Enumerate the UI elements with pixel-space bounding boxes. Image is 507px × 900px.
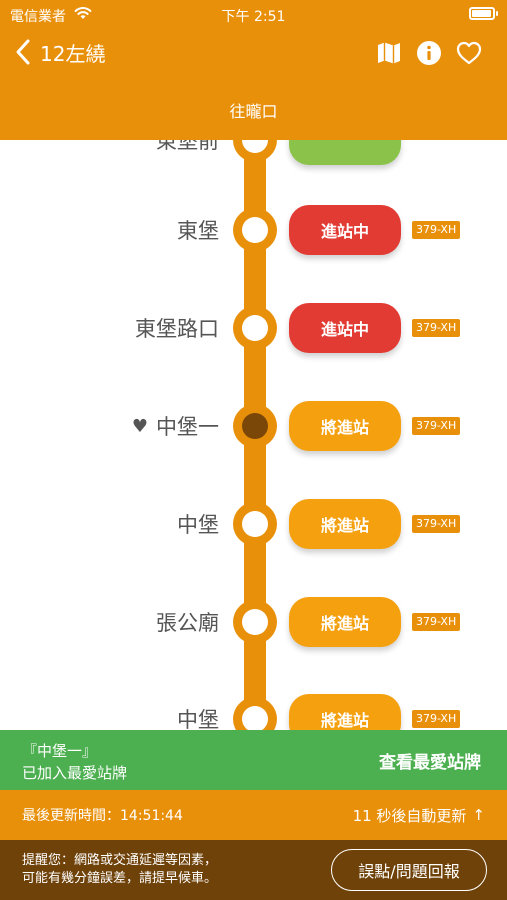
view-favorites-button[interactable]: 查看最愛站牌	[379, 752, 481, 773]
stop-name: 張公廟	[156, 611, 219, 635]
stop-row[interactable]: 東堡前	[0, 140, 507, 189]
stop-node	[233, 208, 277, 252]
stop-node	[233, 697, 277, 730]
stop-name: ♥中堡一	[131, 415, 219, 439]
eta-badge: 將進站	[289, 597, 401, 647]
carrier-name: 電信業者	[10, 9, 66, 25]
status-bar: 電信業者 下午 2:51	[0, 0, 507, 28]
stop-node	[233, 502, 277, 546]
report-issue-button[interactable]: 誤點/問題回報	[331, 849, 487, 891]
back-button[interactable]: 12左繞	[12, 36, 105, 68]
wifi-icon	[74, 7, 92, 19]
bus-plate-badge: 379-XH	[412, 319, 461, 337]
route-name: 12左繞	[40, 41, 106, 66]
bus-plate-badge: 379-XH	[412, 613, 461, 631]
bus-plate-badge: 379-XH	[412, 417, 461, 435]
current-stop-node	[233, 404, 277, 448]
stop-node	[233, 600, 277, 644]
stop-name: 中堡	[177, 708, 219, 730]
stop-row[interactable]: 中堡 將進站 379-XH	[0, 475, 507, 573]
update-bar: 最後更新時間：14:51:44 11 秒後自動更新 ↑	[0, 790, 507, 840]
stop-name: 東堡	[177, 219, 219, 243]
favorite-added-banner: 『中堡一』 已加入最愛站牌 查看最愛站牌	[0, 730, 507, 790]
heart-icon[interactable]	[456, 40, 482, 66]
stop-node	[233, 140, 277, 162]
direction-label: 往曨口	[229, 102, 278, 121]
eta-badge: 進站中	[289, 303, 401, 353]
eta-badge	[289, 140, 401, 165]
stop-list[interactable]: 東堡前 東堡 進站中 379-XH 東堡路口 進站中 379-XH ♥中堡一 將…	[0, 140, 507, 730]
stop-row[interactable]: 張公廟 將進站 379-XH	[0, 573, 507, 671]
stop-node	[233, 306, 277, 350]
stop-name: 東堡路口	[135, 317, 219, 341]
stop-name: 中堡	[177, 513, 219, 537]
back-chevron-icon	[16, 39, 30, 65]
eta-badge: 進站中	[289, 205, 401, 255]
favorite-added-message: 已加入最愛站牌	[22, 764, 128, 782]
favorite-heart-icon: ♥	[131, 415, 148, 437]
stop-row[interactable]: 中堡 將進站 379-XH	[0, 670, 507, 730]
stop-row[interactable]: 東堡路口 進站中 379-XH	[0, 279, 507, 377]
battery-icon	[469, 7, 498, 20]
info-icon[interactable]	[416, 40, 442, 66]
nav-bar: 12左繞	[0, 32, 507, 72]
last-update-time: 最後更新時間：14:51:44	[22, 808, 183, 824]
refresh-arrow-icon: ↑	[472, 806, 485, 824]
eta-badge: 將進站	[289, 499, 401, 549]
delay-notice: 提醒您：網路或交通延遲等因素， 可能有幾分鐘誤差，請提早候車。	[22, 853, 218, 886]
stop-row-favorite[interactable]: ♥中堡一 將進站 379-XH	[0, 377, 507, 475]
stop-name: 東堡前	[156, 140, 219, 153]
stop-row[interactable]: 東堡 進站中 379-XH	[0, 181, 507, 279]
footer: 提醒您：網路或交通延遲等因素， 可能有幾分鐘誤差，請提早候車。 誤點/問題回報	[0, 840, 507, 900]
map-icon[interactable]	[376, 40, 402, 66]
eta-badge: 將進站	[289, 694, 401, 730]
header: 電信業者 下午 2:51 12左繞 往曨口	[0, 0, 507, 140]
eta-badge: 將進站	[289, 401, 401, 451]
favorite-stop-title: 『中堡一』	[22, 742, 98, 760]
bus-plate-badge: 379-XH	[412, 515, 461, 533]
bus-plate-badge: 379-XH	[412, 710, 461, 728]
auto-refresh-countdown[interactable]: 11 秒後自動更新 ↑	[352, 806, 485, 825]
bus-plate-badge: 379-XH	[412, 221, 461, 239]
status-clock: 下午 2:51	[221, 9, 286, 25]
